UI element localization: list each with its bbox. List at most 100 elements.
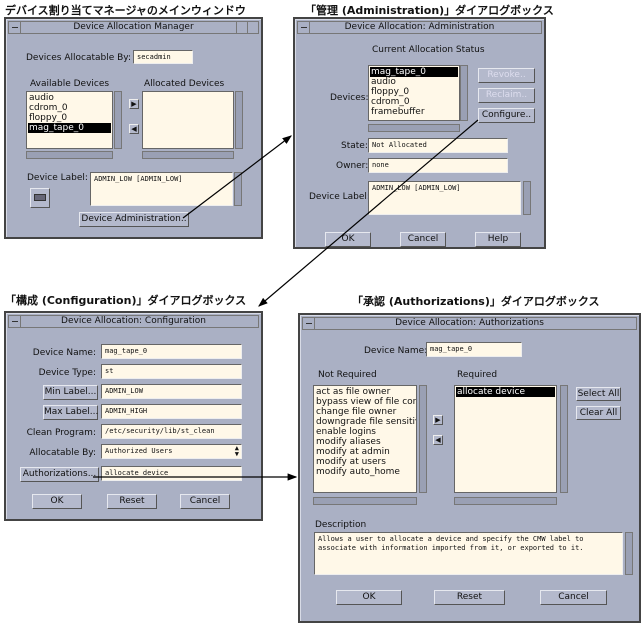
list-item[interactable]: change file owner — [316, 407, 397, 417]
authorizations-dialog: Device Allocation: Authorizations Device… — [298, 313, 641, 623]
device-name-field[interactable]: mag_tape_0 — [101, 344, 242, 359]
list-item[interactable]: cdrom_0 — [371, 97, 410, 107]
add-authorization-arrow-button[interactable]: ▶ — [433, 415, 443, 425]
allocatable-by-label: Allocatable By: — [29, 448, 96, 458]
allocatable-by-value: Authorized Users — [105, 447, 173, 455]
device-type-label: Device Type: — [38, 368, 96, 378]
clean-program-label: Clean Program: — [26, 428, 96, 438]
device-label-field[interactable]: ADMIN_LOW [ADMIN_LOW] — [368, 181, 521, 215]
list-item[interactable]: floppy_0 — [29, 113, 68, 123]
device-name-label: Device Name: — [32, 348, 96, 358]
device-label-vscrollbar[interactable] — [234, 172, 242, 206]
help-button[interactable]: Help — [475, 232, 521, 247]
list-item[interactable]: modify aliases — [316, 437, 381, 447]
select-all-button[interactable]: Select All — [576, 387, 621, 401]
required-vscrollbar[interactable] — [560, 385, 568, 493]
reset-button[interactable]: Reset — [107, 494, 157, 509]
list-item[interactable]: audio — [29, 93, 54, 103]
list-item[interactable]: modify at admin — [316, 447, 390, 457]
window-menu-icon[interactable] — [303, 318, 315, 329]
device-administration-button[interactable]: Device Administration.. — [79, 212, 189, 227]
deallocate-arrow-button[interactable]: ◀ — [129, 124, 139, 134]
list-item[interactable]: modify auto_home — [316, 467, 400, 477]
allocatable-by-spinbox[interactable]: Authorized Users ▲▼ — [101, 444, 242, 459]
title-bar[interactable]: Device Allocation Manager — [8, 21, 259, 34]
device-name-field[interactable]: mag_tape_0 — [426, 342, 522, 357]
list-item[interactable]: allocate device — [456, 387, 555, 397]
devices-vscrollbar[interactable] — [460, 65, 468, 121]
window-menu-icon[interactable] — [9, 22, 21, 33]
minimize-icon[interactable] — [236, 22, 247, 33]
available-vscrollbar[interactable] — [114, 91, 122, 149]
max-label-field[interactable]: ADMIN_HIGH — [101, 404, 242, 419]
device-label-vscrollbar[interactable] — [523, 181, 531, 215]
list-item[interactable]: bypass view of file con — [316, 397, 417, 407]
window-title: Device Allocation: Authorizations — [395, 318, 544, 328]
ok-button[interactable]: OK — [32, 494, 82, 509]
list-item[interactable]: floppy_0 — [371, 87, 410, 97]
description-label: Description — [315, 520, 367, 530]
required-list[interactable]: allocate device — [454, 385, 557, 493]
not-required-vscrollbar[interactable] — [419, 385, 427, 493]
remove-authorization-arrow-button[interactable]: ◀ — [433, 435, 443, 445]
clear-all-button[interactable]: Clear All — [576, 406, 621, 420]
description-field: Allows a user to allocate a device and s… — [314, 532, 623, 575]
device-label-field[interactable]: ADMIN_LOW [ADMIN_LOW] — [90, 172, 233, 206]
allocated-devices-header: Allocated Devices — [144, 79, 225, 89]
authorizations-button[interactable]: Authorizations... — [20, 467, 99, 482]
reset-button[interactable]: Reset — [434, 590, 505, 605]
cancel-button[interactable]: Cancel — [180, 494, 230, 509]
reclaim-button[interactable]: Reclaim.. — [478, 88, 535, 103]
allocate-arrow-button[interactable]: ▶ — [129, 99, 139, 109]
title-bar[interactable]: Device Allocation: Authorizations — [302, 317, 637, 330]
device-name-label: Device Name: — [364, 346, 428, 356]
list-item[interactable]: framebuffer — [371, 107, 425, 117]
title-bar[interactable]: Device Allocation: Administration — [297, 21, 542, 34]
configure-button[interactable]: Configure.. — [478, 108, 535, 123]
list-item[interactable]: audio — [371, 77, 396, 87]
title-bar[interactable]: Device Allocation: Configuration — [8, 315, 259, 328]
not-required-hscrollbar[interactable] — [313, 497, 417, 505]
max-label-button[interactable]: Max Label... — [43, 405, 98, 420]
not-required-header: Not Required — [318, 370, 377, 380]
spin-arrows-icon[interactable]: ▲▼ — [234, 444, 239, 458]
allocation-status-heading: Current Allocation Status — [372, 45, 485, 55]
devices-hscrollbar[interactable] — [368, 124, 460, 132]
allocatable-by-field[interactable]: secadmin — [133, 50, 193, 64]
list-item[interactable]: downgrade file sensitiv — [316, 417, 417, 427]
list-item[interactable]: enable logins — [316, 427, 376, 437]
list-item[interactable]: mag_tape_0 — [28, 123, 111, 133]
list-item[interactable]: cdrom_0 — [29, 103, 68, 113]
ok-button[interactable]: OK — [336, 590, 402, 605]
allocated-hscrollbar[interactable] — [142, 151, 234, 159]
caption-main-window: デバイス割り当てマネージャのメインウィンドウ — [5, 4, 246, 17]
available-hscrollbar[interactable] — [26, 151, 113, 159]
owner-field: none — [368, 158, 508, 173]
list-item[interactable]: act as file owner — [316, 387, 391, 397]
cancel-button[interactable]: Cancel — [540, 590, 607, 605]
list-item[interactable]: mag_tape_0 — [370, 67, 458, 77]
device-type-field[interactable]: st — [101, 364, 242, 379]
allocated-vscrollbar[interactable] — [235, 91, 243, 149]
window-menu-icon[interactable] — [298, 22, 310, 33]
min-label-field[interactable]: ADMIN_LOW — [101, 384, 242, 399]
clean-program-field[interactable]: /etc/security/lib/st_clean — [101, 424, 242, 439]
state-field: Not Allocated — [368, 138, 508, 153]
required-hscrollbar[interactable] — [454, 497, 557, 505]
window-menu-icon[interactable] — [9, 316, 21, 327]
device-icon-button[interactable] — [30, 188, 50, 208]
cancel-button[interactable]: Cancel — [400, 232, 446, 247]
ok-button[interactable]: OK — [325, 232, 371, 247]
list-item[interactable]: modify at users — [316, 457, 386, 467]
revoke-button[interactable]: Revoke.. — [478, 68, 535, 83]
allocated-devices-list[interactable] — [142, 91, 234, 149]
description-vscrollbar[interactable] — [625, 532, 633, 575]
maximize-icon[interactable] — [247, 22, 258, 33]
min-label-button[interactable]: Min Label... — [43, 385, 98, 400]
window-title: Device Allocation: Administration — [344, 22, 495, 32]
caption-admin-dialog: 「管理 (Administration)」ダイアログボックス — [305, 4, 554, 17]
